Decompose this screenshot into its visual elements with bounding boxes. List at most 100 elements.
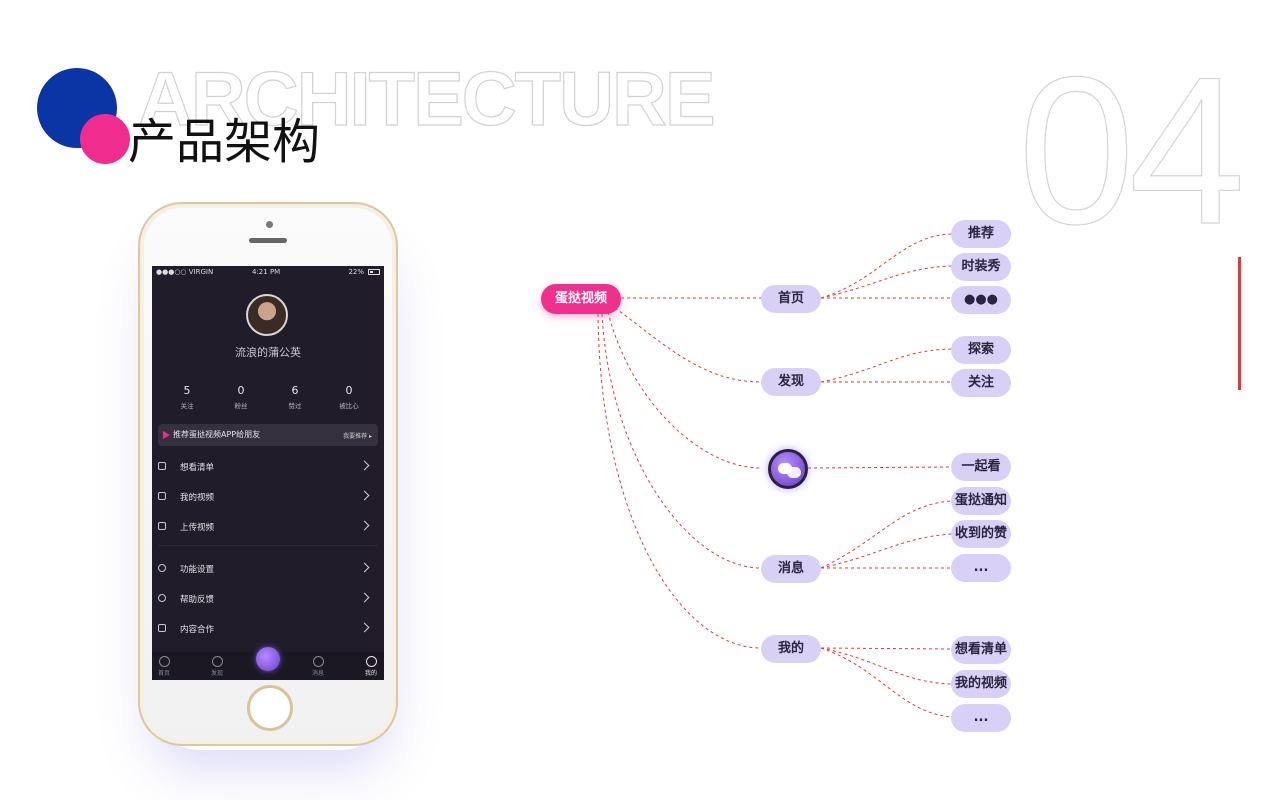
page-title: 产品架构: [128, 114, 321, 170]
stat-label: 关注: [180, 402, 194, 410]
menu-item-cooperation[interactable]: 内容合作: [152, 614, 384, 644]
leaf-node: 一起看: [951, 453, 1011, 481]
avatar[interactable]: [246, 294, 288, 336]
compass-icon: [211, 656, 223, 667]
chat-bubbles-icon[interactable]: [256, 647, 280, 671]
leaf-node: ...: [951, 704, 1011, 732]
connector: [820, 647, 952, 650]
mindmap-root: 蛋挞视频: [541, 284, 621, 314]
menu-item-watchlist[interactable]: 想看清单: [152, 452, 384, 482]
speaker-grille: [249, 238, 287, 243]
leaf-node: ...: [951, 554, 1011, 582]
leaf-node: 探索: [951, 336, 1011, 364]
info-icon: [158, 594, 166, 602]
stat-value: 0: [345, 384, 353, 397]
decorative-pink-circle: [80, 114, 130, 164]
leaf-node: 蛋挞通知: [951, 487, 1011, 515]
recommend-banner[interactable]: 推荐蛋挞视频APP给朋友 我要推荐 ▸: [158, 424, 378, 446]
smiley-icon: [365, 656, 377, 667]
phone-mockup: ●●●○○ VIRGIN 4:21 PM 22% 流浪的蒲公英 5 关注 0 粉…: [138, 202, 398, 746]
tab-home[interactable]: 首页: [152, 652, 184, 677]
menu-label: 我的视频: [180, 493, 215, 503]
banner-text: 推荐蛋挞视频APP给朋友: [173, 430, 261, 439]
menu-label: 上传视频: [180, 523, 215, 533]
menu-item-upload[interactable]: 上传视频: [152, 512, 384, 542]
bookmark-icon: [158, 624, 166, 632]
upload-icon: [158, 522, 166, 530]
menu-label: 功能设置: [180, 565, 215, 575]
leaf-node: 时装秀: [951, 253, 1011, 281]
connector: [820, 348, 952, 383]
tab-label: 首页: [157, 670, 170, 677]
chat-bubbles-icon: [768, 449, 808, 489]
battery-icon: [368, 269, 380, 275]
profile-stats: 5 关注 0 粉丝 6 赞过 0 被比心: [160, 384, 376, 410]
connector: [820, 500, 952, 569]
connector: [597, 313, 762, 649]
battery-percent: 22%: [348, 268, 364, 276]
branch-me: 我的: [761, 635, 821, 663]
status-bar: ●●●○○ VIRGIN 4:21 PM 22%: [152, 266, 384, 278]
menu-item-feedback[interactable]: 帮助反馈: [152, 584, 384, 614]
stat-label: 被比心: [339, 402, 359, 410]
branch-messages: 消息: [761, 555, 821, 583]
menu-item-settings[interactable]: 功能设置: [152, 554, 384, 584]
connector: [820, 533, 952, 569]
tab-profile[interactable]: 我的: [351, 652, 384, 677]
bubble-shape: [787, 467, 801, 478]
tab-label: 消息: [311, 670, 324, 677]
menu-label: 想看清单: [180, 463, 215, 473]
bell-icon: [312, 656, 324, 667]
phone-screen: ●●●○○ VIRGIN 4:21 PM 22% 流浪的蒲公英 5 关注 0 粉…: [152, 266, 384, 680]
menu-item-my-videos[interactable]: 我的视频: [152, 482, 384, 512]
list-icon: [158, 462, 166, 470]
settings-icon: [158, 564, 166, 572]
stat-value: 6: [291, 384, 299, 397]
leaf-node: 关注: [951, 369, 1011, 397]
video-icon: [158, 492, 166, 500]
stat-liked[interactable]: 6 赞过: [268, 384, 322, 410]
connector: [820, 647, 952, 718]
connector: [607, 311, 762, 469]
stat-fans[interactable]: 0 粉丝: [214, 384, 268, 410]
tab-discover[interactable]: 发现: [197, 652, 237, 677]
connector: [807, 466, 952, 469]
clock: 4:21 PM: [252, 268, 281, 276]
bubble-shape: [778, 463, 792, 474]
tab-bar: 首页 发现 消息 我的: [152, 647, 384, 680]
stat-label: 赞过: [288, 402, 302, 410]
branch-discover: 发现: [761, 368, 821, 396]
connector: [614, 307, 762, 383]
leaf-node: 想看清单: [951, 636, 1011, 664]
accent-bar: [1238, 257, 1241, 390]
home-button[interactable]: [247, 685, 293, 731]
stat-following[interactable]: 5 关注: [160, 384, 214, 410]
leaf-node: 我的视频: [951, 670, 1011, 698]
leaf-node: 推荐: [951, 220, 1011, 248]
stat-value: 0: [237, 384, 245, 397]
tab-messages[interactable]: 消息: [298, 652, 338, 677]
leaf-node: 收到的赞: [951, 520, 1011, 548]
menu-label: 帮助反馈: [180, 595, 215, 605]
connector: [820, 233, 952, 299]
username: 流浪的蒲公英: [235, 346, 301, 359]
connector: [601, 313, 762, 569]
menu-divider: [158, 545, 378, 546]
connector: [820, 265, 952, 299]
play-icon: [163, 431, 170, 439]
carrier-label: ●●●○○ VIRGIN: [156, 268, 214, 276]
stat-value: 5: [183, 384, 191, 397]
stat-label: 粉丝: [234, 402, 248, 410]
leaf-node: ●●●: [951, 286, 1011, 314]
section-number: 04: [1017, 33, 1246, 268]
recommend-link[interactable]: 我要推荐 ▸: [343, 433, 372, 440]
background-word: ARCHITECTURE: [137, 57, 716, 142]
home-play-icon: [158, 656, 170, 667]
branch-home: 首页: [761, 285, 821, 313]
tab-label: 发现: [210, 670, 223, 677]
tab-label: 我的: [364, 670, 377, 677]
stat-hearts[interactable]: 0 被比心: [322, 384, 376, 410]
menu-label: 内容合作: [180, 625, 215, 635]
connector: [820, 647, 952, 685]
